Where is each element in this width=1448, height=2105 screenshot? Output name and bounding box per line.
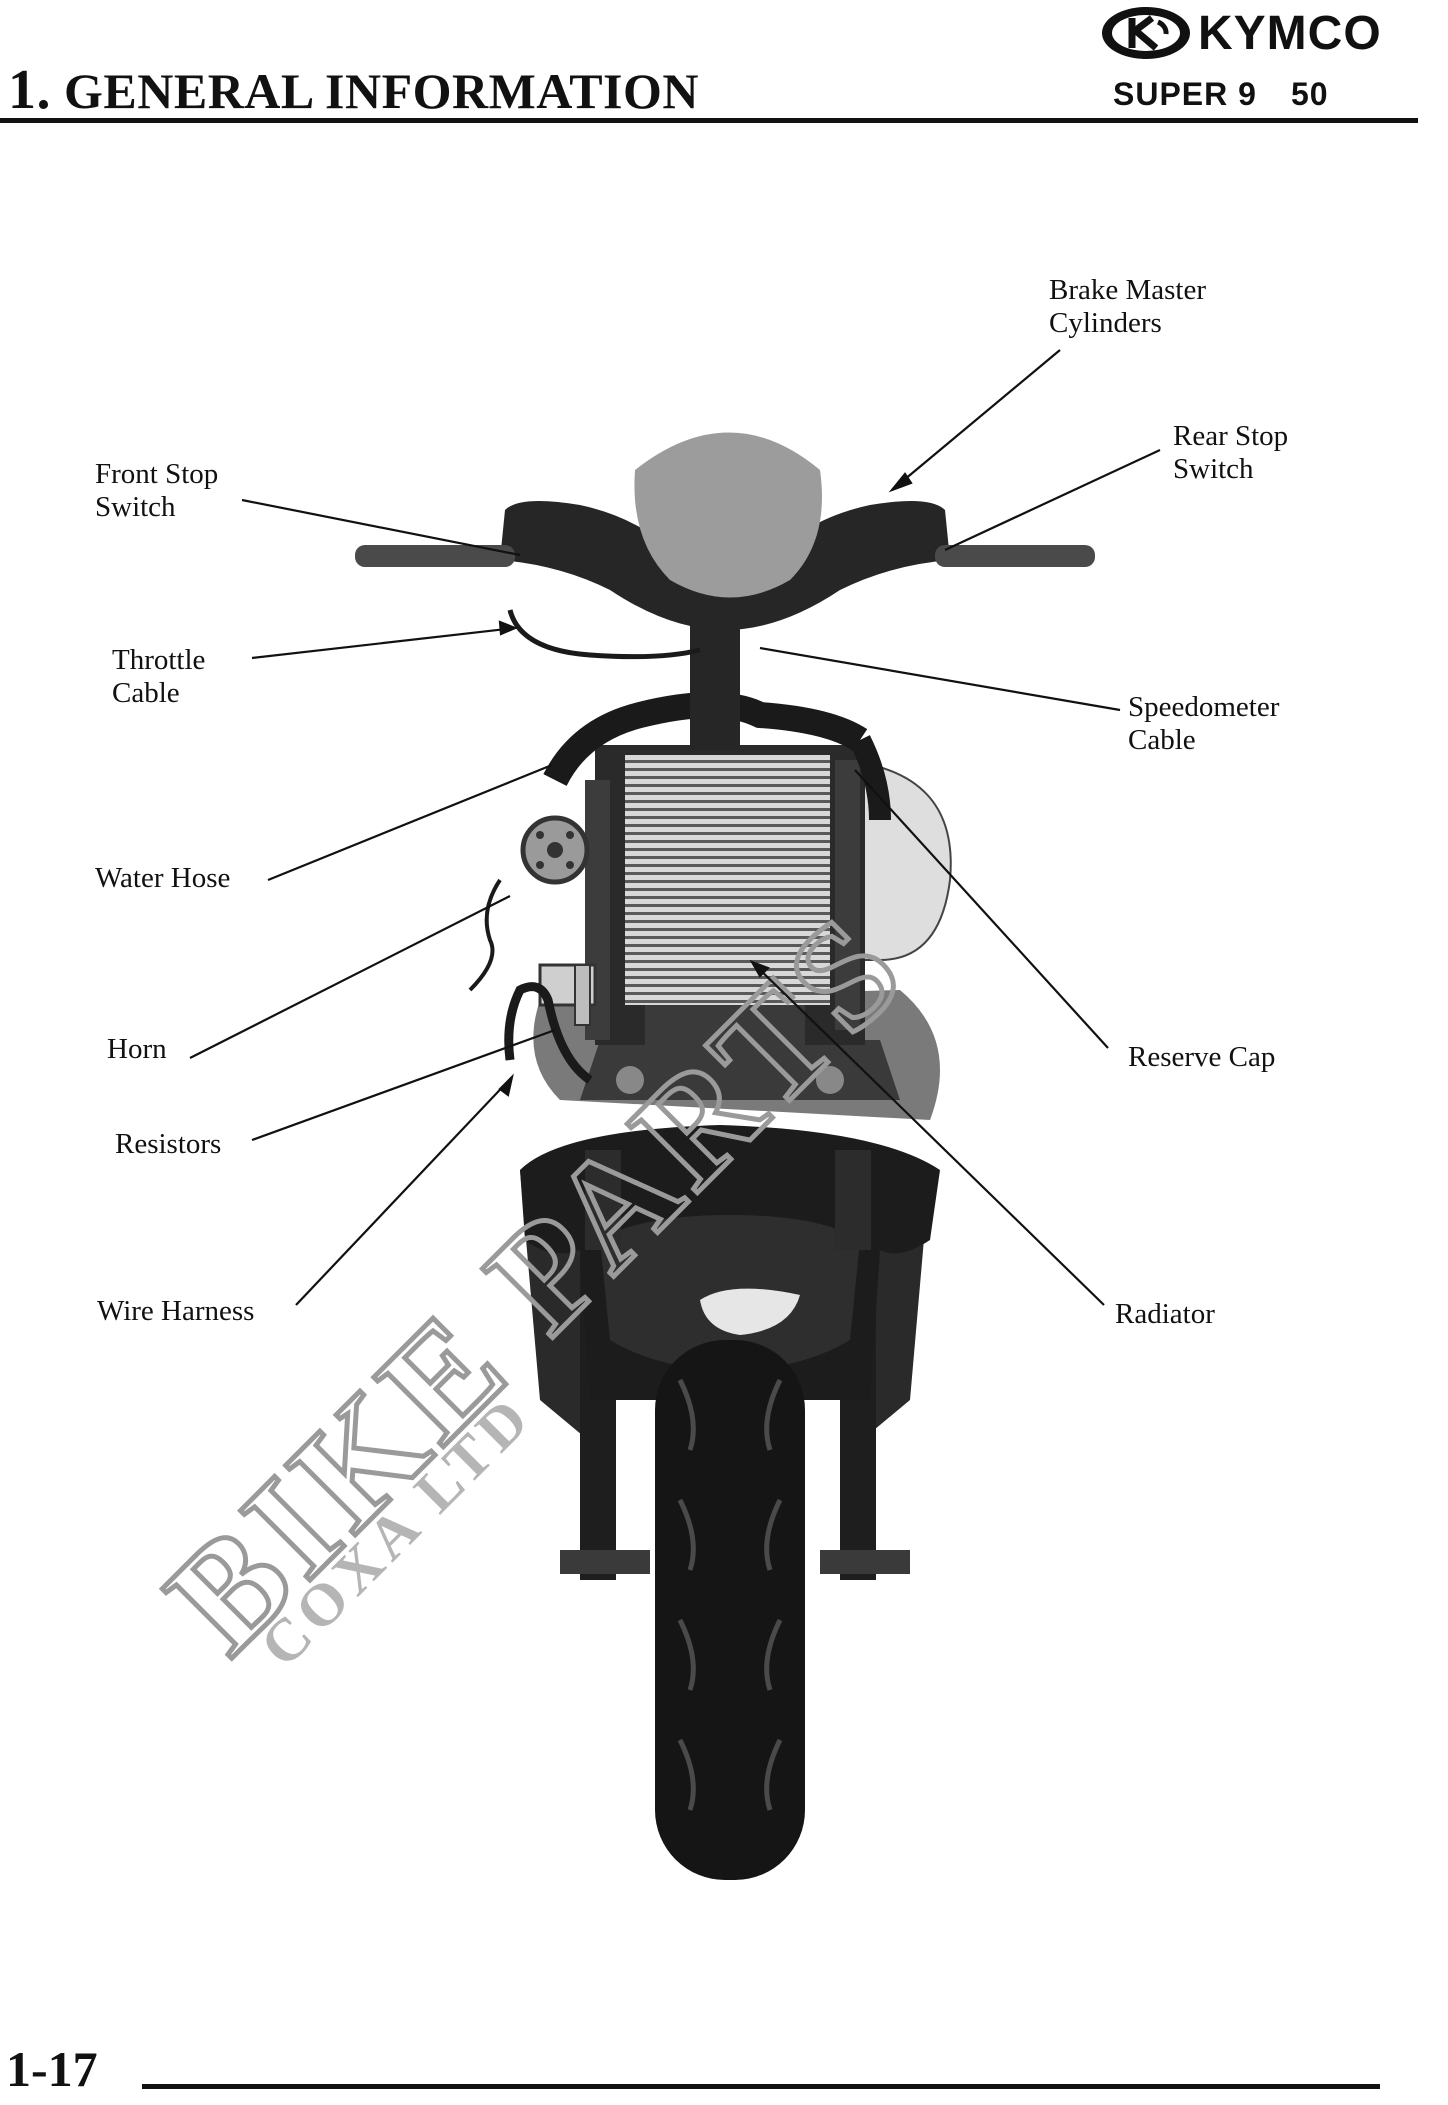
chapter-title: 1. GENERAL INFORMATION [8, 58, 699, 122]
label-water-hose: Water Hose [95, 862, 231, 894]
label-rear-stop-switch: Rear Stop Switch [1173, 420, 1289, 485]
model-label: SUPER 9 [1113, 76, 1257, 112]
label-throttle-cable: Throttle Cable [112, 644, 206, 709]
arrowhead-icon [498, 620, 518, 636]
kymco-logo: KYMCO [1100, 4, 1445, 62]
label-wire-harness: Wire Harness [97, 1295, 255, 1327]
label-speedometer-cable: Speedometer Cable [1128, 691, 1280, 756]
arrowhead-icon [749, 959, 770, 978]
leader-radiator [751, 961, 1105, 1306]
page-header: 1. GENERAL INFORMATION KYMCO SUPER 9 50 [0, 0, 1448, 130]
leader-speedometer-cable [759, 646, 1121, 712]
leader-throttle-cable [251, 626, 516, 660]
chapter-number: 1. [8, 59, 51, 121]
label-brake-master-cylinders: Brake Master Cylinders [1049, 274, 1207, 339]
scooter-illustration [355, 432, 1095, 1880]
leader-reserve-cap [854, 769, 1109, 1049]
leader-brake-master-cylinders [891, 349, 1061, 491]
chapter-title-text: GENERAL INFORMATION [64, 63, 700, 119]
label-reserve-cap: Reserve Cap [1128, 1041, 1276, 1073]
header-rule [0, 118, 1418, 123]
label-resistors: Resistors [115, 1128, 222, 1160]
footer-rule [142, 2084, 1380, 2089]
page-number: 1-17 [6, 2041, 98, 2097]
arrowhead-icon [888, 472, 913, 493]
brand-name: KYMCO [1198, 7, 1382, 60]
kymco-emblem-icon [1102, 7, 1190, 59]
label-front-stop-switch: Front Stop Switch [95, 458, 219, 523]
leader-wire-harness [295, 1076, 513, 1306]
model-name: SUPER 9 50 [1113, 76, 1329, 113]
leader-water-hose [267, 763, 553, 882]
arrowhead-icon [498, 1073, 514, 1097]
leader-lines [189, 349, 1161, 1306]
label-horn: Horn [107, 1033, 167, 1065]
leader-horn [189, 895, 511, 1059]
label-radiator: Radiator [1115, 1298, 1215, 1330]
leader-rear-stop-switch [944, 449, 1161, 551]
watermark-sub-text: COXA LTD [248, 1382, 545, 1679]
leader-front-stop-switch [241, 498, 521, 557]
page-footer: 1-17 [0, 2040, 1448, 2105]
model-variant: 50 [1290, 76, 1329, 112]
leader-resistors [251, 1028, 556, 1142]
